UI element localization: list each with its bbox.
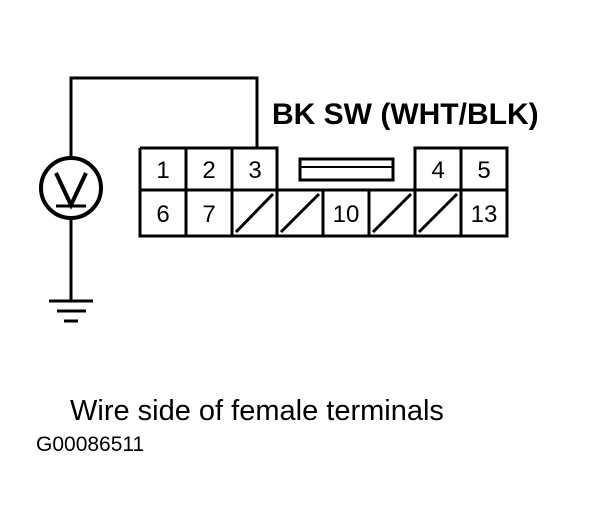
terminal-5: 5 xyxy=(477,157,490,184)
terminal-6: 6 xyxy=(156,201,169,228)
terminal-1: 1 xyxy=(156,157,169,184)
terminal-7: 7 xyxy=(202,201,215,228)
empty-cavity xyxy=(417,192,459,234)
terminal-10: 10 xyxy=(333,201,360,228)
locking-tab xyxy=(298,157,395,182)
terminal-4: 4 xyxy=(431,157,444,184)
figure-id: G00086511 xyxy=(36,433,144,456)
terminal-13: 13 xyxy=(471,201,498,228)
probe-wire xyxy=(69,76,259,158)
voltmeter-icon xyxy=(39,156,103,220)
ground-icon xyxy=(49,299,93,323)
connector: 1 2 3 4 5 6 7 10 13 xyxy=(138,146,509,238)
diagram-caption: Wire side of female terminals xyxy=(70,395,444,427)
empty-cavity xyxy=(234,192,275,234)
terminal-2: 2 xyxy=(202,157,215,184)
empty-cavity xyxy=(371,192,413,234)
empty-cavity xyxy=(279,192,321,234)
terminal-3: 3 xyxy=(248,157,261,184)
connector-outline xyxy=(138,146,509,238)
wire-color-label: BK SW (WHT/BLK) xyxy=(272,98,539,131)
